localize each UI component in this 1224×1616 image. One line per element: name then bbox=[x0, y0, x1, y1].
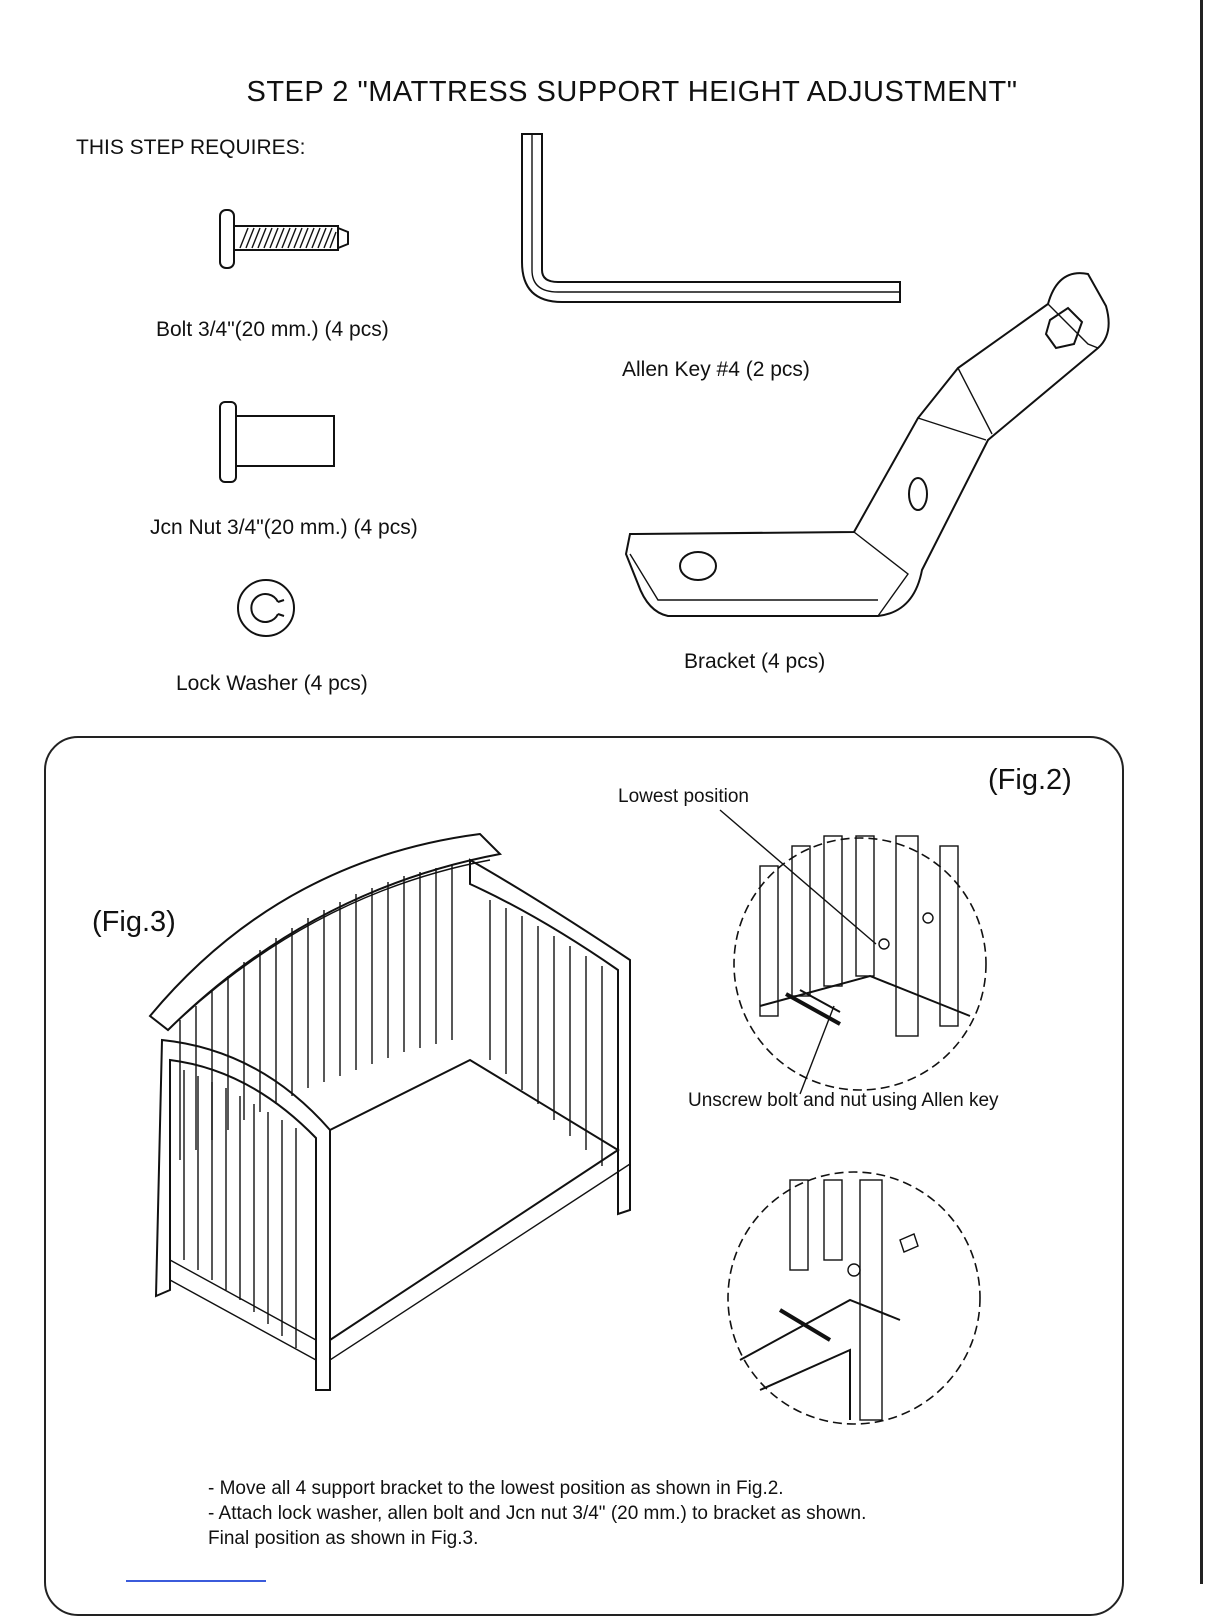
instruction-line: - Move all 4 support bracket to the lowe… bbox=[208, 1478, 784, 1499]
fig2-label: (Fig.2) bbox=[988, 764, 1072, 796]
bolt-icon bbox=[219, 209, 349, 269]
lock-washer-icon bbox=[237, 579, 295, 637]
instruction-line: Final position as shown in Fig.3. bbox=[208, 1528, 479, 1549]
instructions: - Move all 4 support bracket to the lowe… bbox=[208, 1476, 866, 1551]
unscrew-note: Unscrew bolt and nut using Allen key bbox=[688, 1090, 999, 1111]
requires-label: THIS STEP REQUIRES: bbox=[76, 136, 306, 159]
allen-key-label: Allen Key #4 (2 pcs) bbox=[622, 358, 810, 381]
scan-artifact-line bbox=[126, 1580, 266, 1582]
allen-key-icon bbox=[521, 133, 901, 303]
bracket-icon bbox=[624, 272, 1110, 617]
crib-illustration bbox=[148, 832, 631, 1391]
fig3-label: (Fig.3) bbox=[92, 906, 176, 938]
detail-lowest-position bbox=[719, 809, 987, 1095]
page-title: STEP 2 "MATTRESS SUPPORT HEIGHT ADJUSTME… bbox=[246, 76, 1018, 108]
lowest-position-label: Lowest position bbox=[618, 786, 749, 807]
lock-washer-label: Lock Washer (4 pcs) bbox=[176, 672, 368, 695]
instruction-line: - Attach lock washer, allen bolt and Jcn… bbox=[208, 1503, 867, 1524]
page-edge bbox=[1200, 0, 1203, 1584]
jcn-nut-icon bbox=[219, 401, 335, 483]
bracket-label: Bracket (4 pcs) bbox=[684, 650, 826, 673]
jcn-nut-label: Jcn Nut 3/4"(20 mm.) (4 pcs) bbox=[150, 516, 418, 539]
detail-final-position bbox=[727, 1171, 981, 1425]
bolt-label: Bolt 3/4"(20 mm.) (4 pcs) bbox=[156, 318, 389, 341]
